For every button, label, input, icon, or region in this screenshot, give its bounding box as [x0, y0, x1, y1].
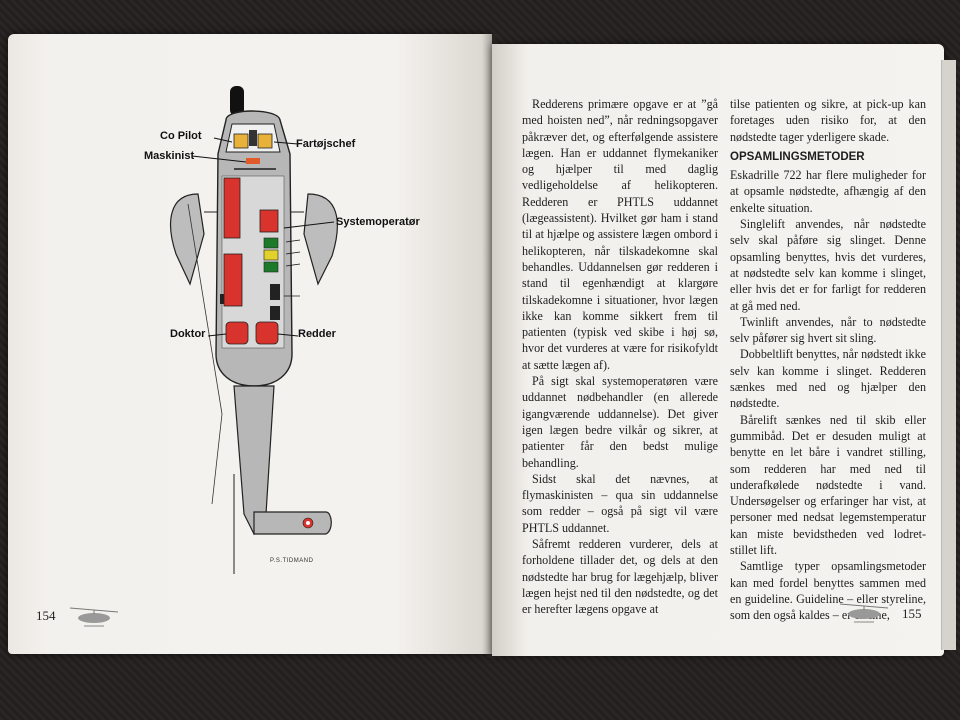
page-number-left: 154: [36, 608, 56, 623]
artist-signature: P.S.TIDMAND: [270, 558, 314, 564]
label-systemoperator: Systemoperatør: [336, 216, 420, 228]
label-doktor: Doktor: [170, 328, 206, 340]
paragraph: Twinlift anvendes, når to nødstedte selv…: [730, 314, 926, 346]
label-fartojschef: Fartøjschef: [296, 138, 356, 150]
label-co-pilot: Co Pilot: [160, 130, 202, 142]
paragraph: Sidst skal det nævnes, at flymaskinisten…: [522, 471, 718, 535]
paragraph: Bårelift sænkes ned til skib eller gummi…: [730, 412, 926, 558]
helicopter-icon: [69, 607, 119, 627]
helicopter-diagram: [170, 86, 338, 574]
text-column-1: Redderens primære opgave er at ”gå med h…: [522, 96, 718, 618]
page-number-right: 155: [902, 606, 922, 621]
helicopter-icon: [839, 603, 889, 623]
paragraph: Såfremt redderen vurderer, dels at forho…: [522, 537, 718, 617]
paragraph: tilse patienten og sikre, at pick-up kan…: [730, 97, 926, 144]
section-heading: OPSAMLINGSMETODER: [730, 150, 865, 163]
paragraph: Redderens primære opgave er at ”gå med h…: [522, 97, 718, 372]
left-page: Co Pilot Fartøjschef Maskinist Systemope…: [8, 34, 492, 654]
paragraph: Dobbeltlift benyttes, når nødstedt ikke …: [730, 347, 926, 411]
paragraph: Eskadrille 722 har flere muligheder for …: [730, 168, 926, 215]
text-column-2: tilse patienten og sikre, at pick-up kan…: [730, 96, 926, 624]
label-redder: Redder: [298, 328, 336, 340]
paragraph: På sigt skal systemoperatøren være uddan…: [522, 374, 718, 470]
paragraph: Samtlige typer opsamlingsmetoder kan med…: [730, 559, 926, 623]
paragraph: Singlelift anvendes, når nødstedte selv …: [730, 217, 926, 313]
right-page: Redderens primære opgave er at ”gå med h…: [492, 44, 944, 656]
page-edge: [941, 60, 956, 650]
label-maskinist: Maskinist: [144, 150, 195, 162]
